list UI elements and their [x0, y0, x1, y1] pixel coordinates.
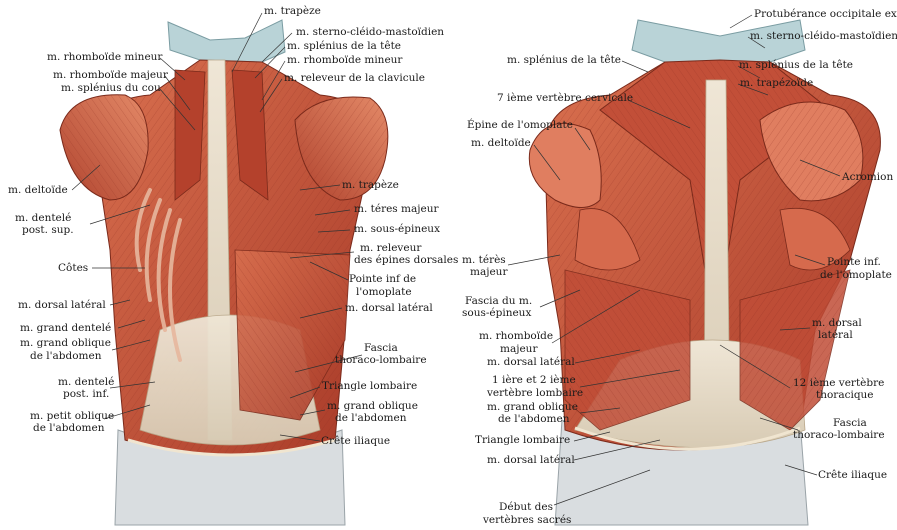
label-pointe-inf-1: Pointe inf de: [349, 274, 416, 286]
label-grand-oblique-r-2: de l'abdomen: [498, 414, 569, 426]
label-triangle-lombaire: Triangle lombaire: [322, 381, 417, 393]
label-deltoide-left: m. deltoïde: [8, 185, 68, 197]
label-releveur-epines-1: m. releveur: [360, 243, 421, 255]
label-protuberance: Protubérance occipitale ext.: [754, 9, 897, 21]
label-splenius-left: m. splénius de la tête: [507, 55, 621, 67]
label-dentele-post-inf-1: m. dentelé: [58, 377, 114, 389]
label-dorsal-lateral-right: m. dorsal latéral: [345, 303, 433, 315]
label-acromion: Acromion: [842, 172, 893, 184]
label-fascia-sous-epineux-2: sous-épineux: [462, 308, 531, 320]
label-pointe-inf-2: l'omoplate: [356, 287, 412, 299]
label-dentele-post-sup-2: post. sup.: [22, 225, 74, 237]
label-teres-1: m. térès: [462, 255, 506, 267]
label-vert12-1: 12 ième vertèbre: [793, 378, 884, 390]
label-sous-epineux: m. sous-épineux: [354, 224, 440, 236]
label-petit-oblique-2: de l'abdomen: [33, 423, 104, 435]
label-trapezoide: m. trapézoïde: [740, 78, 813, 90]
label-rhomboide-mineur-left: m. rhomboïde mineur: [47, 52, 162, 64]
label-rhomboide-2: majeur: [500, 344, 537, 356]
label-dorsal-lateral-left: m. dorsal latéral: [18, 300, 106, 312]
label-rhomboide-majeur: m. rhomboïde majeur: [53, 70, 168, 82]
label-vert12-2: thoracique: [816, 390, 874, 402]
label-vertebre-7: 7 ième vertèbre cervicale: [497, 93, 633, 105]
label-pointe-inf-2-r: de l'omoplate: [820, 270, 892, 282]
label-cotes: Côtes: [58, 263, 88, 275]
label-releveur-epines-2: des épines dorsales: [354, 255, 458, 267]
label-grand-oblique-1: m. grand oblique: [20, 338, 111, 350]
label-dorsal-lateral-r-low: m. dorsal latéral: [487, 455, 575, 467]
label-lombaire-2: vertèbre lombaire: [487, 388, 583, 400]
label-fascia-1: Fascia: [364, 343, 398, 355]
label-grand-oblique-r-1: m. grand oblique: [487, 402, 578, 414]
label-splenius-right: m. splénius de la tête: [739, 60, 853, 72]
label-dorsal-lateral-r-left: m. dorsal latéral: [487, 357, 575, 369]
label-debut-1: Début des: [499, 502, 553, 514]
label-lombaire-1: 1 ière et 2 ième: [492, 375, 576, 387]
label-splenius-cou: m. splénius du cou: [61, 83, 161, 95]
label-fascia-r-2: thoraco-lombaire: [793, 430, 885, 442]
label-grand-dentele: m. grand dentelé: [20, 323, 111, 335]
label-sterno-right: m. sterno-cléido-mastoïdien: [750, 31, 897, 43]
label-grand-oblique-r-1: m. grand oblique: [327, 401, 418, 413]
label-deltoide-right: m. deltoïde: [471, 138, 531, 150]
label-dorsal-r-2: latéral: [818, 330, 853, 342]
label-sterno-cleido-mastoidien: m. sterno-cléido-mastoïdien: [296, 27, 444, 39]
label-grand-oblique-r-2: de l'abdomen: [335, 413, 406, 425]
label-teres-majeur: m. téres majeur: [354, 204, 439, 216]
left-figure: [60, 20, 388, 525]
label-crete-iliaque-left: Crête iliaque: [321, 436, 390, 448]
label-dorsal-r-1: m. dorsal: [812, 318, 862, 330]
label-fascia-2: thoraco-lombaire: [335, 355, 427, 367]
label-pointe-inf-1-r: Pointe inf.: [827, 257, 881, 269]
label-debut-2: vertèbres sacrés: [483, 515, 571, 527]
label-splenius-tete: m. splénius de la tête: [287, 41, 401, 53]
label-epine-omoplate: Épine de l'omoplate: [467, 120, 573, 132]
label-triangle-r: Triangle lombaire: [475, 435, 570, 447]
label-trapeze-right: m. trapèze: [342, 180, 399, 192]
label-grand-oblique-2: de l'abdomen: [30, 351, 101, 363]
label-fascia-sous-epineux-1: Fascia du m.: [465, 296, 532, 308]
label-trapeze: m. trapèze: [264, 6, 321, 18]
label-petit-oblique-1: m. petit oblique: [30, 411, 114, 423]
label-teres-2: majeur: [470, 267, 507, 279]
label-crete-iliaque-right: Crête iliaque: [818, 470, 887, 482]
label-rhomboide-mineur-right: m. rhomboïde mineur: [287, 55, 402, 67]
label-dentele-post-inf-2: post. inf.: [63, 389, 109, 401]
label-dentele-post-sup-1: m. dentelé: [15, 213, 71, 225]
label-rhomboide-1: m. rhomboïde: [479, 331, 553, 343]
label-releveur-clavicule: m. releveur de la clavicule: [284, 73, 425, 85]
label-fascia-r-1: Fascia: [833, 418, 867, 430]
